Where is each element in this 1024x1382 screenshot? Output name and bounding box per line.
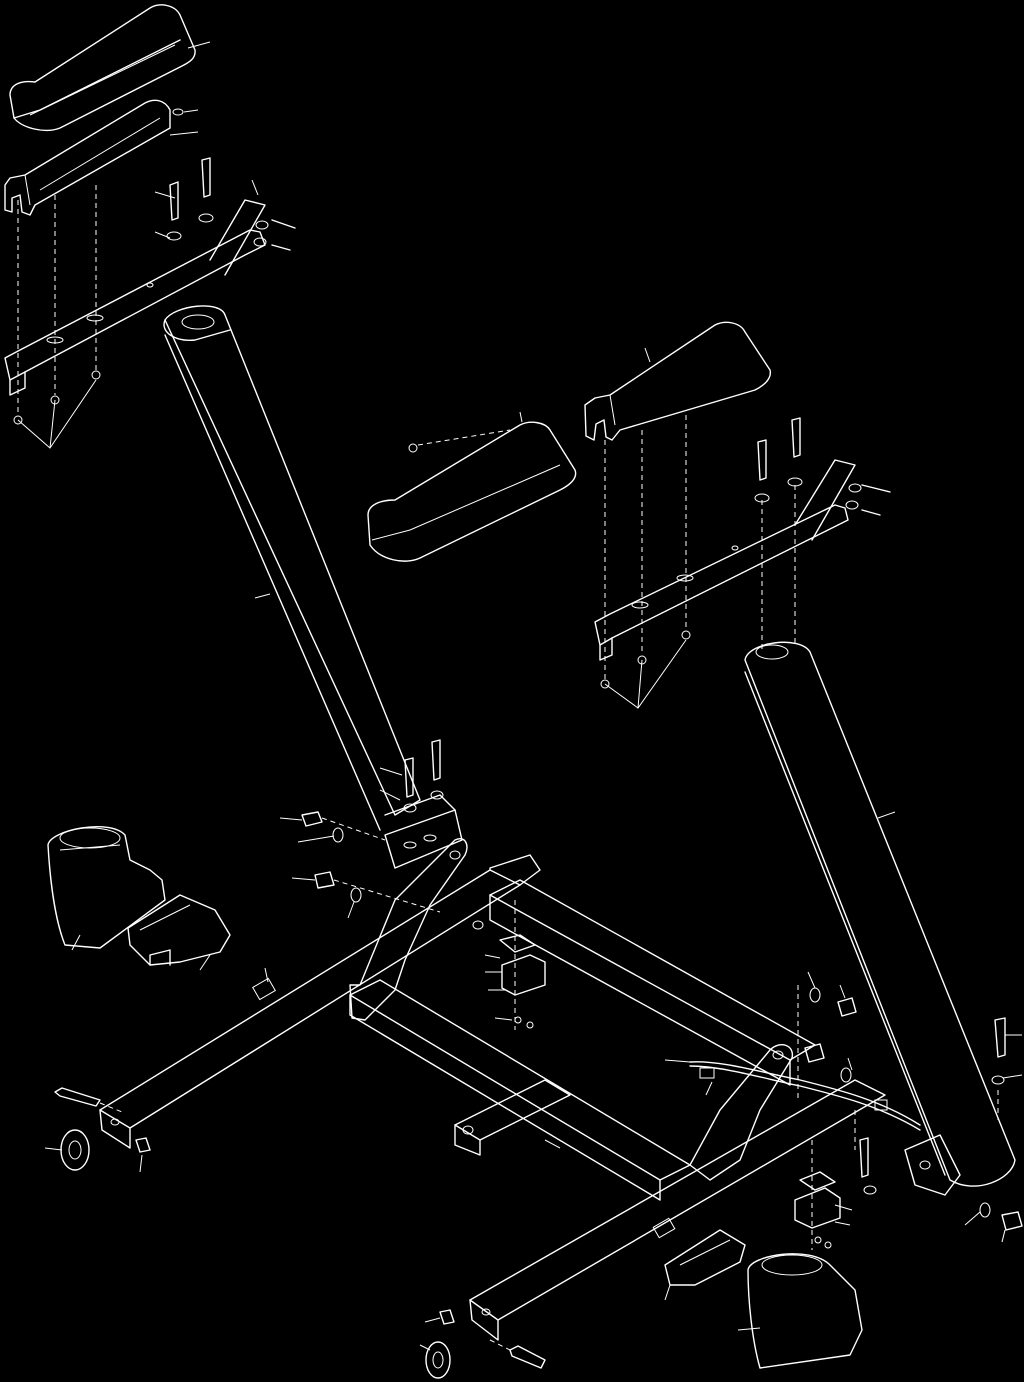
- upright-tube-left: [163, 305, 421, 831]
- pivot-arm-left: [349, 838, 468, 1021]
- wheel-front-right: [419, 1341, 451, 1379]
- pivot-arm-right: [689, 1044, 794, 1181]
- armrest-pad-right: [367, 411, 577, 562]
- bolts-upper-left: [166, 108, 296, 251]
- wheel-front-left: [44, 1129, 90, 1171]
- armrest-bracket-upper-left: [4, 199, 266, 396]
- screws-right: [600, 415, 796, 709]
- base-frame-left-rail: [99, 854, 541, 1149]
- armrest-cover-right: [584, 321, 772, 441]
- axle-bolt-right: [424, 1309, 546, 1369]
- wire-harness: [664, 1059, 921, 1131]
- mount-block-center: [484, 900, 546, 1030]
- rear-bracket-right: [904, 1134, 961, 1196]
- side-bolts-left: [279, 811, 441, 919]
- armrest-cover-upper-left: [4, 99, 171, 216]
- axle-bolt-left: [54, 1087, 151, 1173]
- shroud-cover-right: [737, 1253, 863, 1369]
- screws-upper-left: [13, 185, 101, 449]
- shroud-insert-right: [664, 1229, 746, 1301]
- base-frame-right-rail: [469, 1079, 886, 1341]
- shroud-cover-left: [47, 826, 166, 951]
- leader-lines-upper-left: [154, 41, 259, 239]
- upright-tube-right: [744, 641, 1016, 1187]
- hardware-right-side: [797, 971, 1023, 1243]
- pivot-bracket-left: [379, 739, 463, 869]
- shroud-insert-left: [127, 894, 231, 971]
- bolts-upper-right: [408, 417, 891, 516]
- armrest-bracket-right: [594, 459, 856, 661]
- mount-block-right: [794, 1140, 853, 1250]
- armrest-pad-upper-left: [9, 4, 196, 132]
